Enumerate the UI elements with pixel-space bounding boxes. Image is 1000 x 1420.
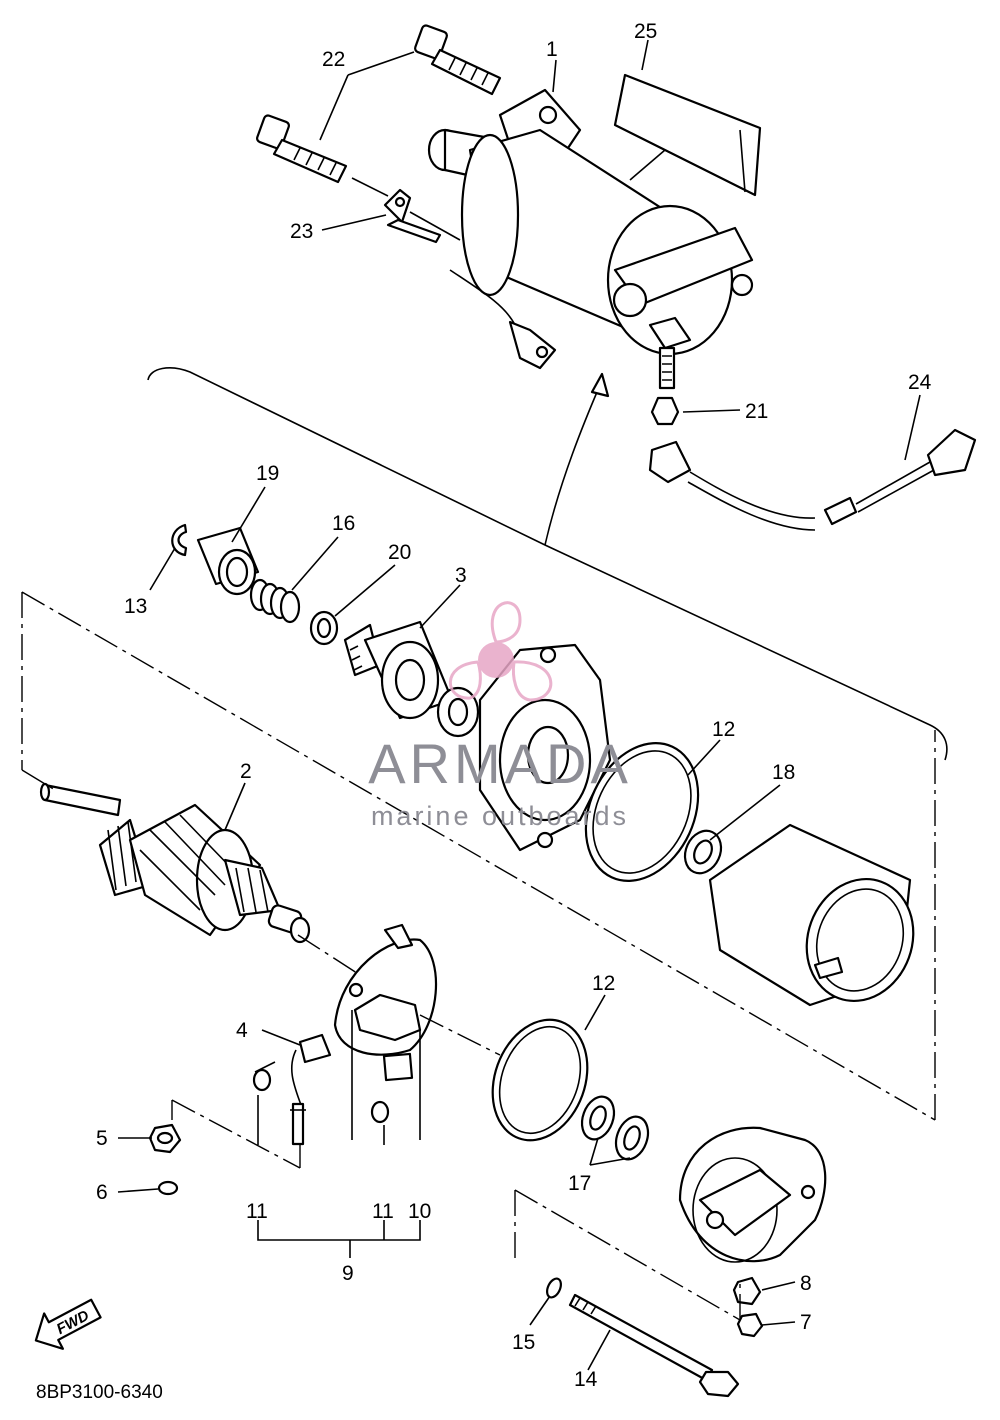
callout-12-upper: 12	[712, 718, 735, 741]
brush-holder[interactable]	[333, 923, 438, 1082]
ground-lead[interactable]	[383, 188, 557, 370]
front-cover[interactable]	[478, 643, 612, 852]
washer-6[interactable]	[157, 1180, 179, 1196]
callout-23: 23	[290, 220, 313, 243]
callout-19: 19	[256, 462, 279, 485]
callout-2: 2	[240, 760, 252, 783]
callout-14: 14	[574, 1368, 598, 1391]
callout-12-lower: 12	[592, 972, 615, 995]
callout-15: 15	[512, 1331, 535, 1354]
group-bracket	[257, 1220, 421, 1258]
callout-17: 17	[568, 1172, 591, 1195]
brush-spring-right[interactable]	[370, 1100, 390, 1124]
callout-18: 18	[772, 761, 795, 784]
washer-17b[interactable]	[610, 1112, 653, 1164]
starter-motor-assembly[interactable]	[427, 88, 754, 390]
stopper-collar[interactable]	[196, 526, 260, 596]
callout-10: 10	[408, 1200, 431, 1223]
callout-25: 25	[634, 20, 657, 43]
brush-spring-left[interactable]	[252, 1061, 276, 1092]
o-ring-15[interactable]	[544, 1276, 563, 1299]
callout-7: 7	[800, 1311, 812, 1334]
armada-logo-icon	[448, 601, 553, 702]
nut-7[interactable]	[736, 1312, 764, 1338]
leader-22	[319, 51, 415, 141]
callout-11-right: 11	[372, 1200, 394, 1223]
bolt-upper[interactable]	[414, 24, 502, 96]
nut-21[interactable]	[650, 396, 680, 426]
callout-4: 4	[236, 1019, 248, 1042]
washer-3[interactable]	[436, 686, 480, 738]
yoke[interactable]	[708, 823, 930, 1016]
brush[interactable]	[290, 1033, 332, 1146]
part-code: 8BP3100-6340	[36, 1382, 163, 1403]
watermark-brand: ARMADA	[368, 732, 632, 795]
assembly-line-outer	[21, 591, 936, 1121]
washer-20[interactable]	[309, 610, 339, 646]
forward-arrow-icon: FWD	[34, 1298, 102, 1350]
callout-1: 1	[546, 38, 558, 61]
callout-8: 8	[800, 1272, 812, 1295]
through-bolt[interactable]	[568, 1293, 740, 1398]
callout-6: 6	[96, 1181, 108, 1204]
callout-9: 9	[342, 1262, 354, 1285]
washer-17a[interactable]	[576, 1092, 619, 1144]
nut-8[interactable]	[732, 1276, 762, 1306]
bolt-lower[interactable]	[256, 114, 348, 184]
callout-5: 5	[96, 1127, 108, 1150]
callout-3: 3	[455, 564, 467, 587]
callout-13: 13	[124, 595, 147, 618]
callout-11-left: 11	[246, 1200, 268, 1223]
o-ring-upper[interactable]	[564, 725, 719, 899]
o-ring-lower[interactable]	[477, 1006, 604, 1153]
circlip[interactable]	[171, 523, 188, 557]
rear-cover[interactable]	[678, 1126, 827, 1263]
armature[interactable]	[39, 782, 311, 944]
callout-22: 22	[322, 48, 345, 71]
callout-16: 16	[332, 512, 355, 535]
callout-20: 20	[388, 541, 411, 564]
washer-18[interactable]	[678, 825, 727, 879]
spring[interactable]	[249, 578, 301, 624]
callout-21: 21	[745, 400, 768, 423]
battery-cable[interactable]	[648, 428, 977, 531]
watermark-tagline: marine outboards	[371, 801, 629, 831]
callout-24: 24	[908, 371, 932, 394]
insulator-plate[interactable]	[613, 73, 762, 197]
pinion-clutch[interactable]	[343, 620, 454, 720]
nut-5[interactable]	[148, 1123, 182, 1154]
